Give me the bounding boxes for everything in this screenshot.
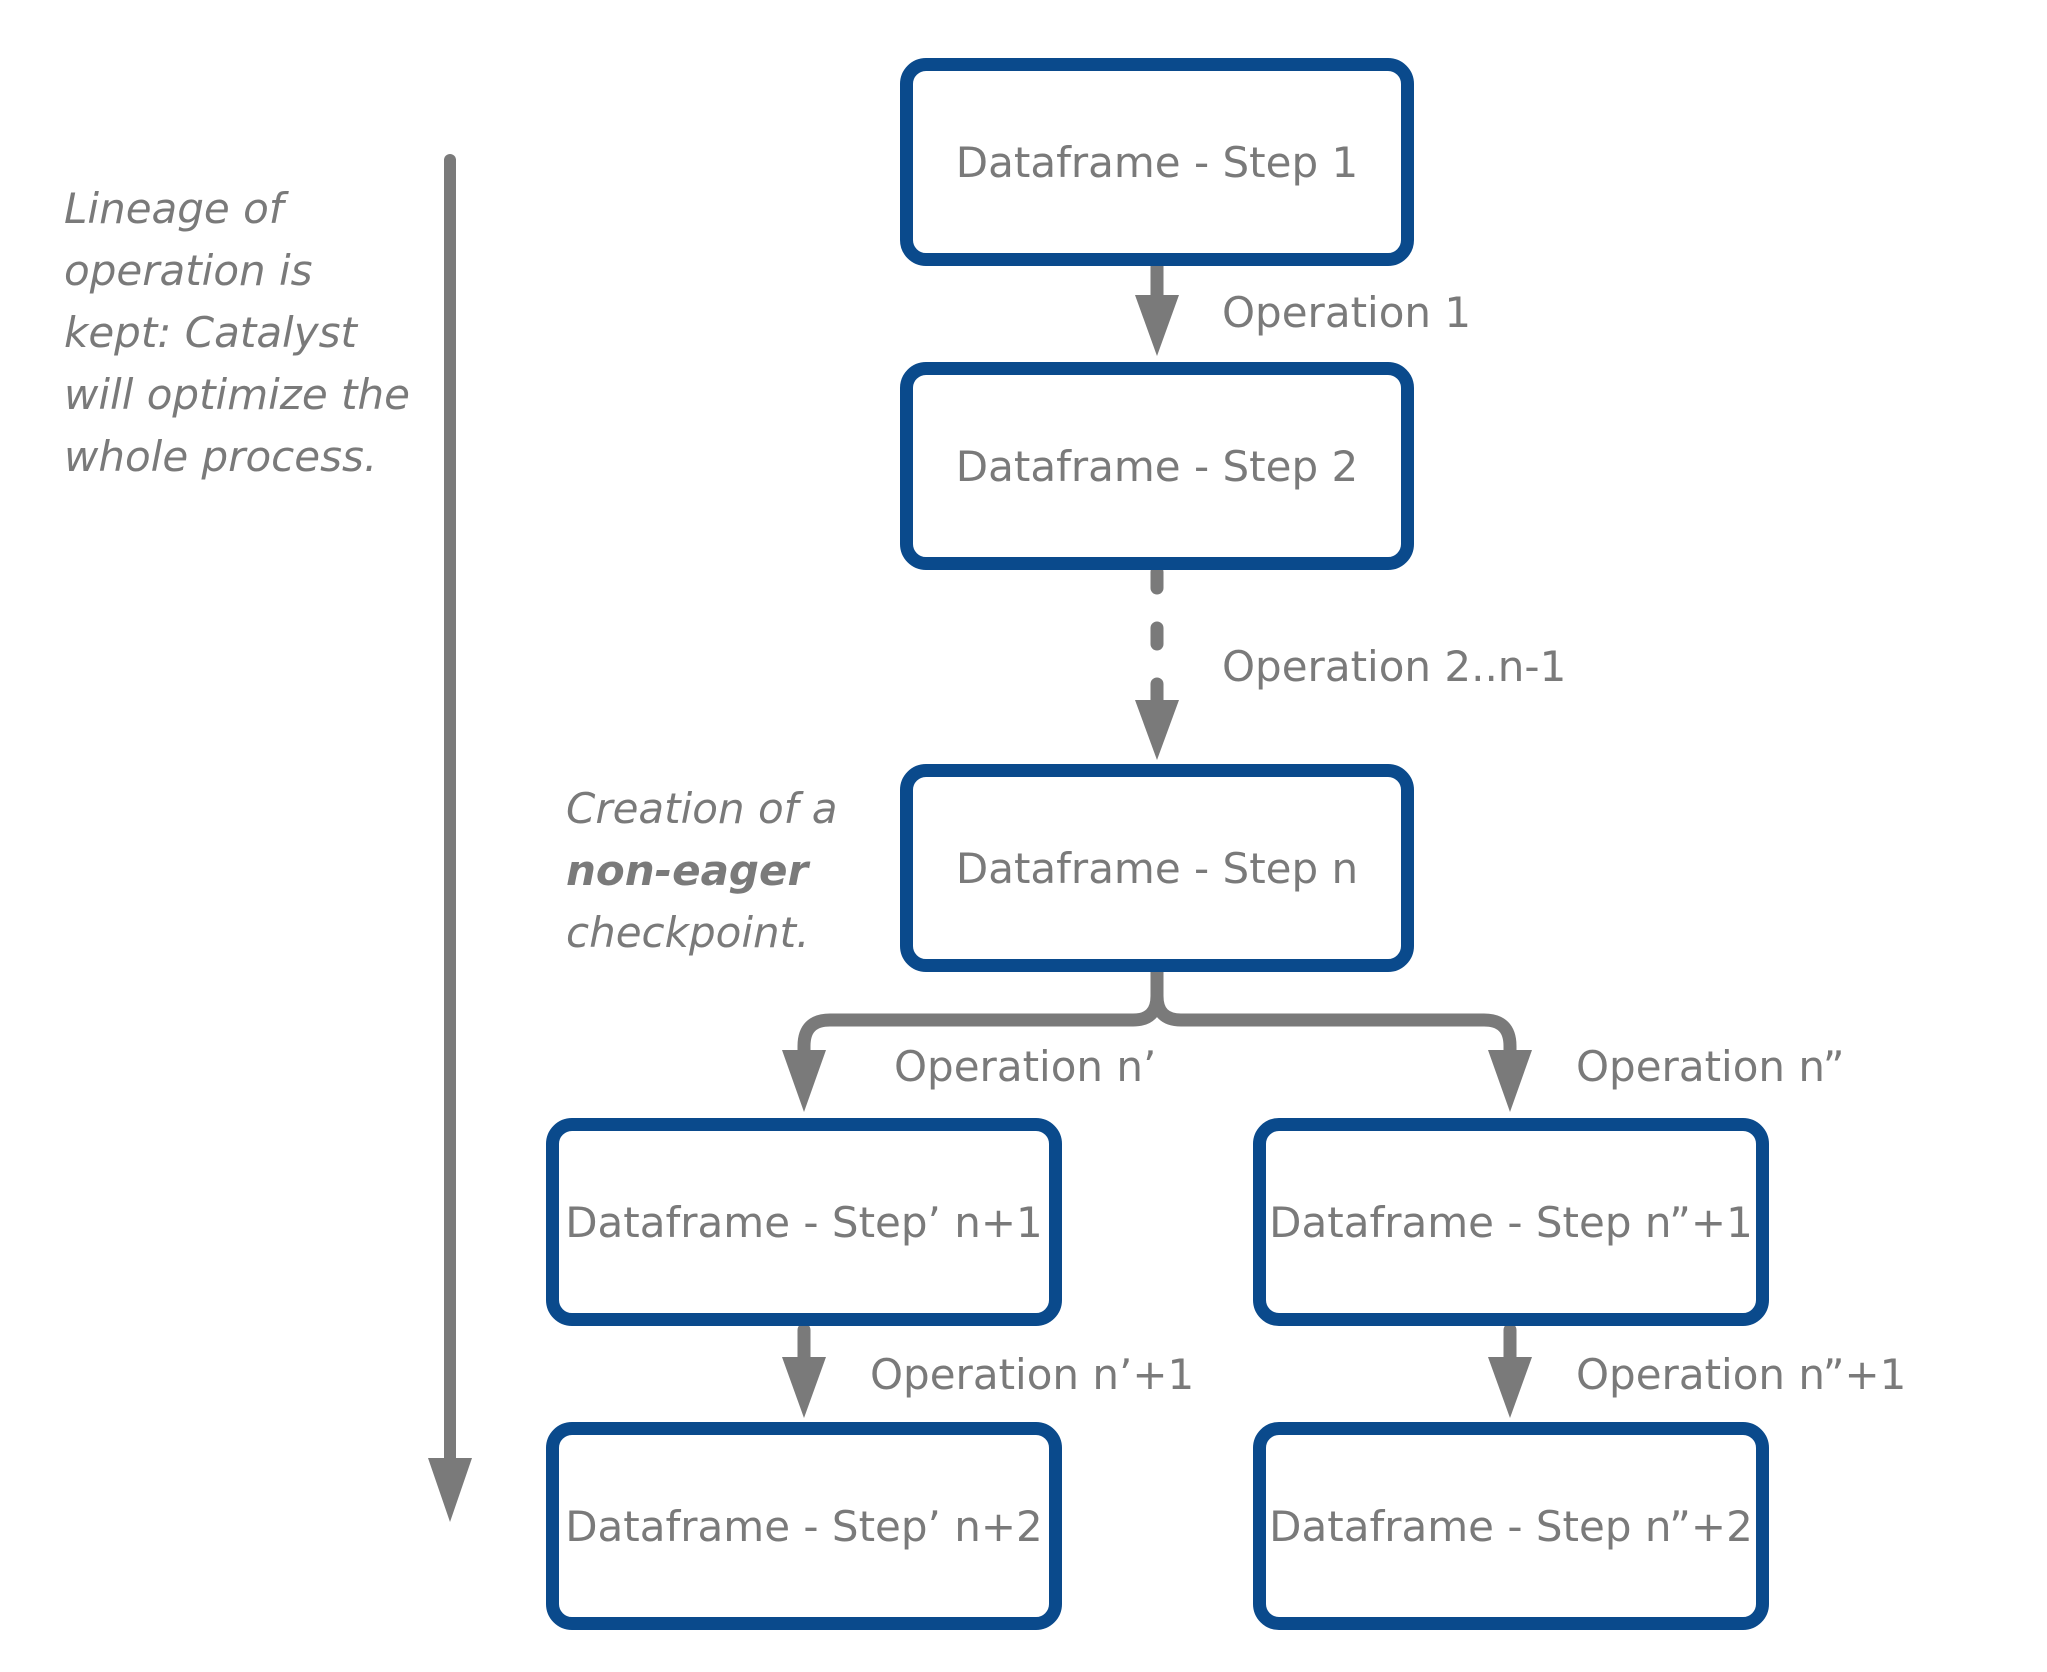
checkpoint-note: Creation of a non-eager checkpoint. [566,778,838,964]
lineage-note-line: will optimize the [64,370,410,419]
edge-label-op-n-prime: Operation n’ [894,1042,1157,1091]
checkpoint-note-line: non-eager [566,840,838,902]
edge-label-op-n-dprime-1: Operation n”+1 [1576,1350,1907,1399]
lineage-note-line: operation is [64,246,313,295]
checkpoint-note-line: Creation of a [566,784,838,833]
edge-branch-right-path [1150,972,1517,1056]
node-step-n: Dataframe - Step n [900,764,1414,972]
edge-label-op-n-dprime: Operation n” [1576,1042,1845,1091]
node-step-dprime-n1: Dataframe - Step n”+1 [1253,1118,1769,1326]
node-step-prime-n2: Dataframe - Step’ n+2 [546,1422,1062,1630]
checkpoint-note-line: checkpoint. [566,908,810,957]
node-step-prime-n1: Dataframe - Step’ n+1 [546,1118,1062,1326]
lineage-note-line: kept: Catalyst [64,308,357,357]
edge-op-n-dprime-1-arrowhead [1488,1357,1532,1418]
node-step-2: Dataframe - Step 2 [900,362,1414,570]
lineage-note-line: Lineage of [64,184,284,233]
lineage-note: Lineage of operation is kept: Catalyst w… [64,178,410,488]
edge-op-n-prime-1-arrowhead [782,1357,826,1418]
lineage-note-line: whole process. [64,432,378,481]
edge-branch-left-arrowhead [782,1050,826,1112]
node-step-dprime-n2: Dataframe - Step n”+2 [1253,1422,1769,1630]
edge-label-op1: Operation 1 [1222,288,1472,337]
checkpoint-note-bold: non-eager [566,846,809,895]
edge-label-op2: Operation 2..n-1 [1222,642,1567,691]
edge-op1-arrowhead [1135,295,1179,356]
edge-op2-arrowhead [1135,700,1179,760]
edge-label-op-n-prime-1: Operation n’+1 [870,1350,1195,1399]
node-step-1: Dataframe - Step 1 [900,58,1414,266]
lineage-timeline-arrowhead [428,1458,472,1522]
edge-branch-right-arrowhead [1488,1050,1532,1112]
